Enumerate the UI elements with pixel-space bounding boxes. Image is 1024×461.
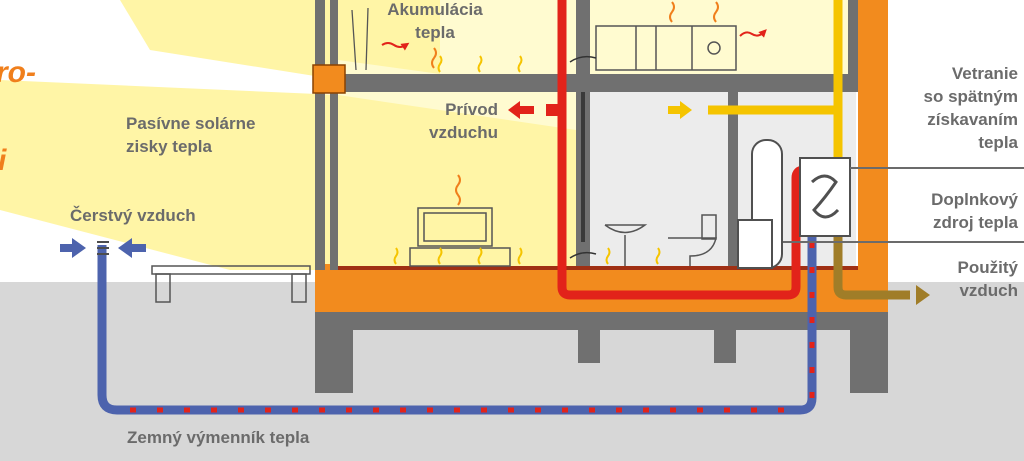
floor-upper: [330, 74, 858, 92]
television-icon: [409, 207, 511, 267]
toilet-icon: [668, 214, 717, 266]
wall-left-outer: [315, 0, 325, 270]
room-upper-right: [590, 0, 856, 74]
wall-right-partition: [728, 92, 738, 270]
sun-in-room-upper: [338, 0, 440, 74]
air-intake-grille-icon: [97, 241, 109, 255]
exhaust-arrow-icon: [668, 101, 692, 119]
label-ground-heat-exchanger: Zemný výmenník tepla: [127, 428, 310, 447]
foundation-footing-right: [850, 325, 888, 393]
label-fresh-air: Čerstvý vzduch: [70, 206, 196, 225]
room-floor-line: [338, 266, 858, 270]
insulation-right-wall: [858, 0, 888, 312]
cropped-title-fragment-top: ro-: [0, 56, 36, 89]
solar-beam-upper: [120, 0, 340, 80]
heat-wave-floor-icon: [393, 55, 661, 265]
wall-middle-dark: [581, 92, 585, 242]
heat-recovery-swirl: [810, 174, 840, 219]
cropped-title-fragment-mid: i: [0, 144, 6, 178]
fresh-air-arrow-icon-right: [118, 238, 146, 258]
foundation-footing-mid1: [578, 325, 600, 363]
window-frame: [312, 64, 346, 94]
wall-upper-partition: [848, 0, 858, 74]
bench-icon: [151, 265, 311, 303]
kitchen-icon: [595, 25, 737, 71]
wall-left-inner: [330, 0, 338, 270]
vent-curl-icon: [569, 55, 597, 259]
used-air-arrow-icon: [916, 285, 930, 305]
foundation-slab: [315, 308, 888, 330]
heat-wave-icon: [431, 1, 719, 206]
solar-beam-lower: [0, 80, 340, 270]
supply-arrow-icon: [508, 101, 534, 119]
fresh-air-arrow-icon: [60, 238, 86, 258]
washbasin-icon: [604, 224, 648, 266]
foundation-footing-mid2: [714, 325, 736, 363]
foundation-footing-left: [315, 325, 353, 393]
person-sketch: [351, 7, 369, 71]
used-air-duct: [833, 235, 910, 300]
room-lower-mid: [590, 92, 728, 270]
supply-air-duct: [557, 0, 806, 300]
heat-arrow-icon: [381, 29, 767, 51]
supplementary-heater: [737, 219, 773, 269]
sun-in-room: [338, 95, 576, 270]
